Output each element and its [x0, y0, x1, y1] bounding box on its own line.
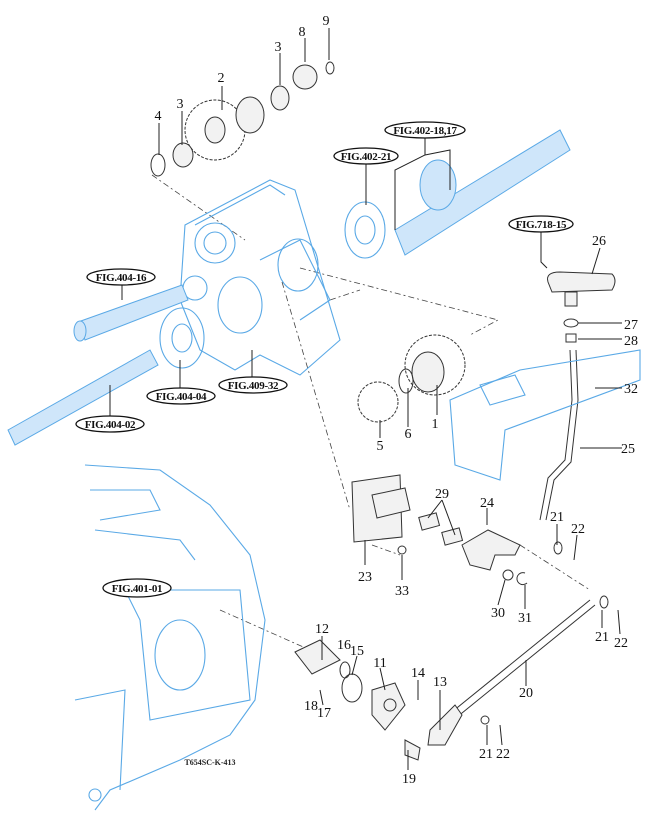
fig-ref-402-18-17[interactable]: FIG.402-18,17	[384, 121, 466, 139]
svg-text:FIG.404-02: FIG.404-02	[85, 419, 136, 431]
part-label-26[interactable]: 26	[592, 234, 606, 249]
shift-lever-assembly	[449, 271, 641, 521]
part-label-27[interactable]: 27	[624, 318, 638, 333]
part-label-4[interactable]: 4	[155, 109, 162, 124]
part-label-21[interactable]: 21	[550, 510, 564, 525]
part-label-25[interactable]: 25	[621, 442, 635, 457]
part-label-2[interactable]: 2	[218, 71, 225, 86]
part-label-31[interactable]: 31	[518, 611, 532, 626]
part-label-33[interactable]: 33	[395, 584, 409, 599]
part-label-24[interactable]: 24	[480, 496, 494, 511]
part-label-17[interactable]: 17	[317, 706, 331, 721]
transmission-housing	[179, 179, 341, 376]
part-label-22[interactable]: 22	[571, 522, 585, 537]
part-label-23[interactable]: 23	[358, 570, 372, 585]
part-label-3[interactable]: 3	[177, 97, 184, 112]
part-label-6[interactable]: 6	[405, 427, 412, 442]
part-label-19[interactable]: 19	[402, 772, 416, 787]
svg-text:FIG.402-18,17: FIG.402-18,17	[393, 125, 457, 137]
fig-ref-404-02[interactable]: FIG.404-02	[75, 415, 145, 433]
shafts	[7, 129, 571, 446]
part-label-11[interactable]: 11	[373, 656, 386, 671]
part-label-32[interactable]: 32	[624, 382, 638, 397]
part-label-9[interactable]: 9	[323, 14, 330, 29]
fig-ref-404-04[interactable]: FIG.404-04	[146, 387, 216, 405]
part-label-13[interactable]: 13	[433, 675, 447, 690]
part-label-8[interactable]: 8	[299, 25, 306, 40]
part-number-labels: 9 8 3 2 3 4 26 27 28 32 1 6 5 25 29 24 2…	[155, 14, 639, 787]
part-label-3[interactable]: 3	[275, 40, 282, 55]
part-label-14[interactable]: 14	[411, 666, 425, 681]
svg-text:FIG.404-04: FIG.404-04	[156, 391, 207, 403]
fig-ref-409-32[interactable]: FIG.409-32	[218, 376, 288, 394]
gear-cluster	[150, 61, 466, 423]
part-label-29[interactable]: 29	[435, 487, 449, 502]
part-label-5[interactable]: 5	[377, 439, 384, 454]
part-label-21[interactable]: 21	[479, 747, 493, 762]
part-label-22[interactable]: 22	[496, 747, 510, 762]
drawing-code: T654SC-K-413	[184, 758, 235, 767]
part-label-18[interactable]: 18	[304, 699, 318, 714]
fig-ref-401-01[interactable]: FIG.401-01	[102, 578, 172, 598]
rear-housing	[74, 464, 266, 811]
svg-text:FIG.401-01: FIG.401-01	[112, 583, 162, 595]
figure-references: FIG.402-18,17 FIG.402-21 FIG.718-15 FIG.…	[75, 121, 574, 598]
part-label-28[interactable]: 28	[624, 334, 638, 349]
fig-ref-404-16[interactable]: FIG.404-16	[86, 268, 156, 286]
leader-lines	[109, 28, 622, 770]
part-label-22[interactable]: 22	[614, 636, 628, 651]
part-label-15[interactable]: 15	[350, 644, 364, 659]
part-label-30[interactable]: 30	[491, 606, 505, 621]
fig-ref-718-15[interactable]: FIG.718-15	[508, 215, 574, 233]
shift-linkage	[294, 474, 609, 761]
bearings	[159, 201, 386, 369]
part-label-20[interactable]: 20	[519, 686, 533, 701]
part-label-16[interactable]: 16	[337, 638, 351, 653]
svg-text:FIG.409-32: FIG.409-32	[228, 380, 279, 392]
part-label-21[interactable]: 21	[595, 630, 609, 645]
svg-text:FIG.404-16: FIG.404-16	[96, 272, 147, 284]
svg-text:FIG.402-21: FIG.402-21	[341, 151, 391, 163]
part-label-1[interactable]: 1	[432, 417, 439, 432]
part-label-12[interactable]: 12	[315, 622, 329, 637]
fig-ref-402-21[interactable]: FIG.402-21	[333, 147, 399, 165]
svg-text:FIG.718-15: FIG.718-15	[516, 219, 567, 231]
